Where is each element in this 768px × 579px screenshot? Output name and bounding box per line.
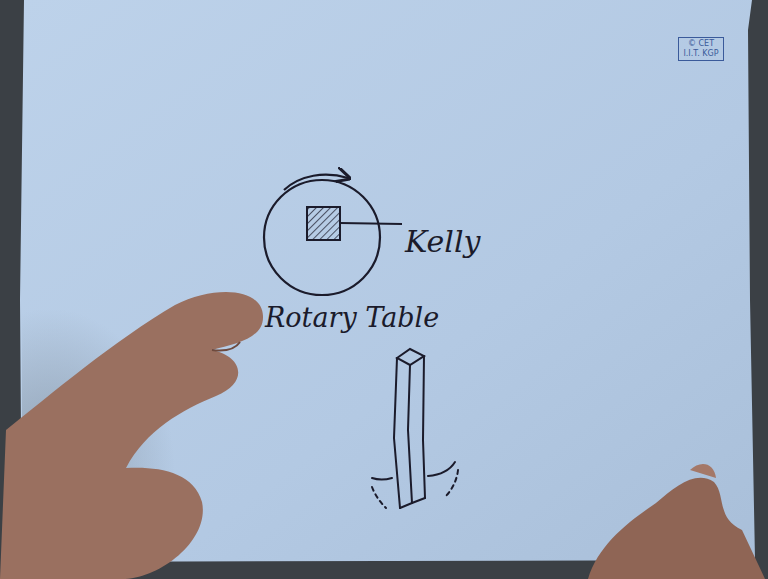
prism-edge <box>408 365 412 503</box>
right-hand <box>588 478 765 579</box>
table-hint <box>428 462 455 476</box>
kelly-section <box>307 207 340 240</box>
table-hint <box>372 487 386 508</box>
part-name: Kelly <box>405 224 481 259</box>
table-circle <box>264 180 380 295</box>
table-outline <box>263 179 381 296</box>
prism-edge <box>423 356 425 498</box>
kelly-prism <box>372 349 458 508</box>
paper-shadow <box>22 200 300 562</box>
table-hint <box>372 478 392 480</box>
right-thumb <box>690 464 716 478</box>
prism-top <box>397 349 424 365</box>
prism-edge <box>394 358 400 508</box>
table-hint <box>445 470 458 497</box>
leader-line <box>340 223 402 224</box>
rotary-table: Rotary Table <box>263 179 381 296</box>
prism-base <box>400 498 425 508</box>
finger-crease <box>212 342 240 351</box>
paper-sheet <box>20 0 755 562</box>
node-heading: Rotary Table <box>265 302 439 333</box>
watermark: © CET I.I.T. KGP <box>678 37 724 61</box>
left-hand <box>0 292 263 579</box>
